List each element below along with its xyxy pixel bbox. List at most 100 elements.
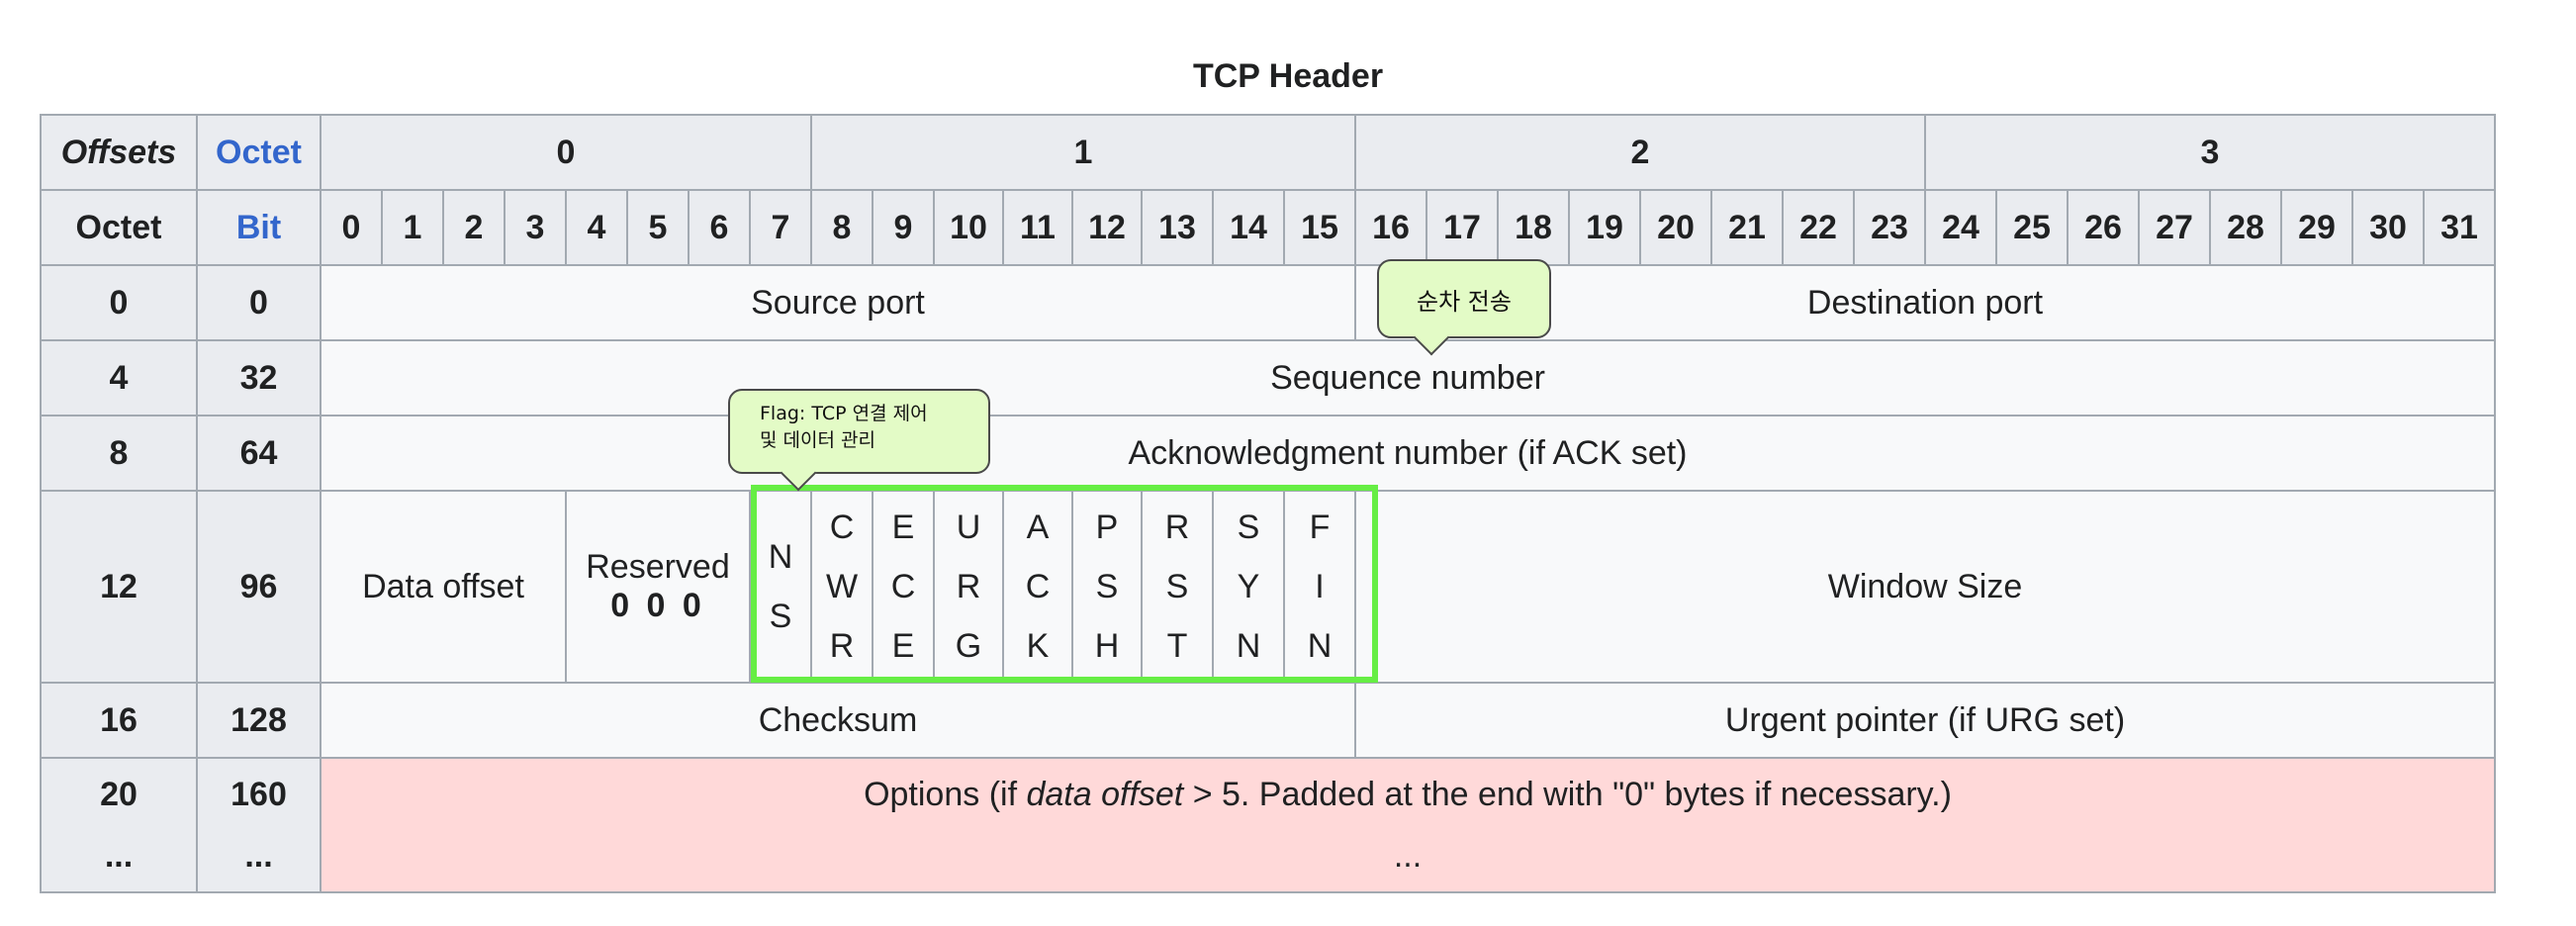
flag-letter: R [956,568,981,605]
flag-letter: G [955,627,982,665]
bit-header: 10 [933,189,1004,266]
bit-header: 15 [1283,189,1356,266]
flag-tooltip-line-2: 및 데이터 관리 [760,429,875,451]
flag-letter: R [1164,509,1190,546]
options-text: Options (if data offset > 5. Padded at t… [322,764,2493,825]
row-octet-label: 0 [40,264,198,341]
tcp-header-table: Offsets Octet 0 1 2 3 Octet Bit 0 1 2 3 … [40,114,2496,893]
bit-header: 8 [810,189,874,266]
reserved-bits: 0 0 0 [610,587,705,624]
flag-letter: C [890,568,916,605]
checksum-field: Checksum [320,682,1356,759]
flag-letter: R [829,627,855,665]
row-bit-ellipsis: ... [244,837,273,875]
row-bit-label: 96 [196,490,322,684]
bit-header: 3 [504,189,567,266]
bit-header: 2 [442,189,506,266]
flag-letter: N [1236,627,1261,665]
bit-header: 23 [1853,189,1926,266]
octet-1-header: 1 [810,114,1356,191]
sequence-tooltip-text: 순차 전송 [1417,287,1512,316]
row-bit-label: 32 [196,339,322,417]
flag-letter: P [1095,509,1119,546]
reserved-field: Reserved 0 0 0 [565,490,751,684]
bit-header: 27 [2138,189,2211,266]
row-octet-label: 16 [40,682,198,759]
row-octet-label: 12 [40,490,198,684]
offsets-header: Offsets [40,114,198,191]
bit-header: 1 [381,189,444,266]
octet-2-header: 2 [1354,114,1926,191]
bit-header: 20 [1639,189,1712,266]
flag-letter: C [1025,568,1051,605]
flag-letter: T [1166,627,1188,665]
bit-header: 26 [2067,189,2140,266]
row-octet-0: 0 0 Source port Destination port [40,264,2496,341]
options-suffix: > 5. Padded at the end with "0" bytes if… [1183,776,1952,813]
options-field: Options (if data offset > 5. Padded at t… [320,757,2496,893]
flag-letter: K [1026,627,1050,665]
flag-letter: S [769,598,792,635]
flag-letter: Y [1237,568,1260,605]
row-octet-8: 8 64 Acknowledgment number (if ACK set) [40,415,2496,492]
octet-0-header: 0 [320,114,812,191]
bit-header: 4 [565,189,628,266]
bit-header: 31 [2423,189,2496,266]
bit-header: 13 [1141,189,1214,266]
row-octet-ellipsis: ... [104,837,134,875]
bit-header: 9 [872,189,935,266]
row-octet-16: 16 128 Checksum Urgent pointer (if URG s… [40,682,2496,759]
flag-letter: E [891,509,915,546]
options-prefix: Options (if [864,776,1027,813]
flag-tooltip-text: Flag: TCP 연결 제어 및 데이터 관리 [760,401,988,454]
reserved-label: Reserved [586,548,730,586]
urgent-pointer-field: Urgent pointer (if URG set) [1354,682,2496,759]
flag-letter: N [1307,627,1333,665]
ack-number-field: Acknowledgment number (if ACK set) [320,415,2496,492]
bit-header: 17 [1426,189,1499,266]
bit-header: 14 [1212,189,1285,266]
header-row-octets: Offsets Octet 0 1 2 3 [40,114,2496,191]
row-bit-label: 64 [196,415,322,492]
bit-header: 16 [1354,189,1427,266]
flag-letter: E [891,627,915,665]
flag-tooltip-line-1: Flag: TCP 연결 제어 [760,403,928,424]
flag-letter: S [1165,568,1189,605]
row-octet-4: 4 32 Sequence number [40,339,2496,417]
row-octet-value: 20 [100,776,138,813]
octet-link[interactable]: Octet [196,114,322,191]
bit-header: 12 [1071,189,1143,266]
options-ellipsis: ... [1393,837,1423,875]
flag-letter: C [829,509,855,546]
data-offset-field: Data offset [320,490,567,684]
bit-header: 21 [1710,189,1784,266]
flag-letter: F [1309,509,1331,546]
row-octet-label: 4 [40,339,198,417]
bit-header: 5 [626,189,690,266]
bit-header: 24 [1924,189,1997,266]
flag-tooltip: Flag: TCP 연결 제어 및 데이터 관리 [728,389,990,492]
options-italic: data offset [1026,776,1184,813]
bit-header: 7 [749,189,812,266]
octet-column-header: Octet [40,189,198,266]
bit-link[interactable]: Bit [196,189,322,266]
row-bit-value: 160 [230,776,287,813]
row-bit-label: 160 ... [196,757,322,893]
sequence-number-field: Sequence number [320,339,2496,417]
flag-letter: S [1237,509,1260,546]
row-octet-label: 8 [40,415,198,492]
source-port-field: Source port [320,264,1356,341]
flag-letter: U [956,509,981,546]
flag-letter: H [1094,627,1120,665]
flag-letter: N [768,538,793,576]
row-bit-label: 0 [196,264,322,341]
bit-header: 28 [2209,189,2282,266]
